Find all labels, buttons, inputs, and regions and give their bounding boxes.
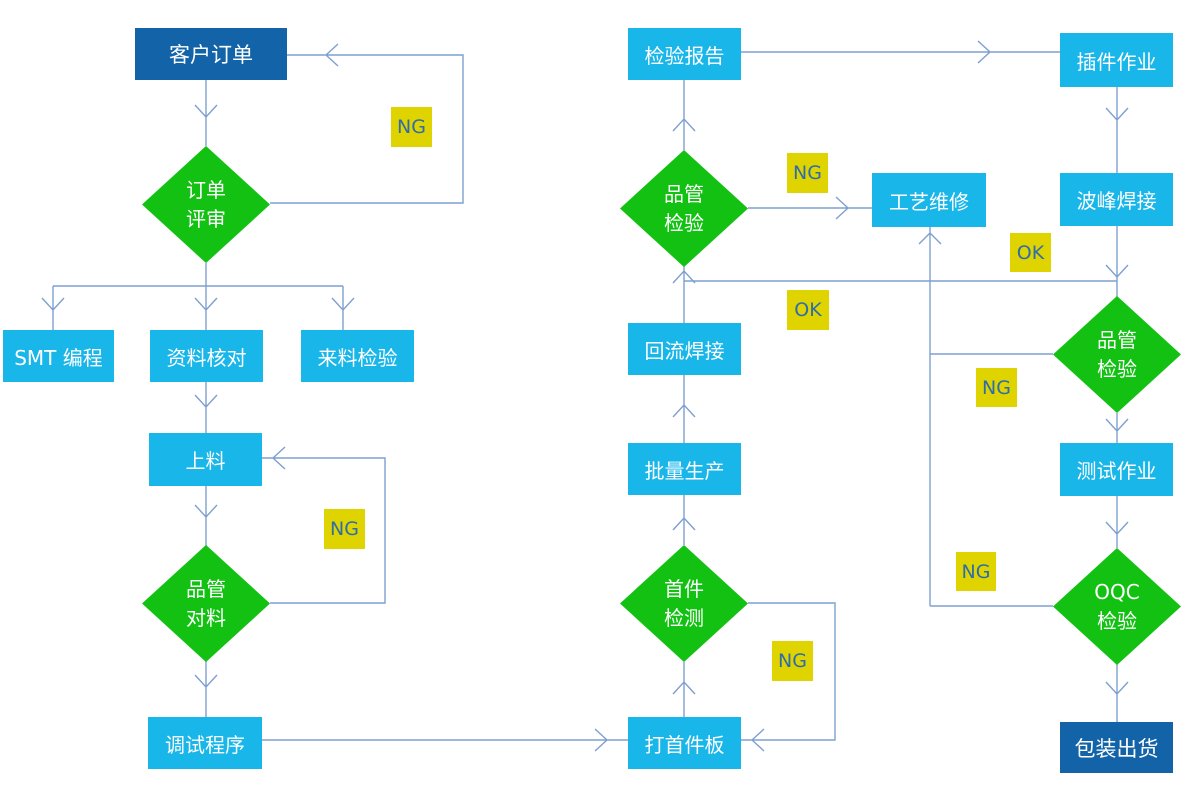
node-packing-shipping: 包装出货	[1060, 722, 1173, 773]
edge-loading-to-qc-material-check	[194, 486, 218, 546]
edge-dip-to-wave-soldering	[1105, 87, 1129, 173]
badge-ok-right: OK	[1010, 233, 1051, 272]
edge-customer-order-to-order-review	[194, 80, 218, 146]
node-loading: 上料	[149, 433, 262, 486]
node-debug-program: 调试程序	[148, 717, 262, 769]
node-reflow-soldering: 回流焊接	[628, 323, 741, 375]
node-wave-soldering: 波峰焊接	[1060, 173, 1173, 226]
edge-debug-program-to-first-board	[262, 728, 628, 752]
edge-qc-smt-to-inspection-report	[672, 80, 696, 150]
edge-qc-smt-ng-to-process-repair	[748, 196, 872, 220]
edge-first-article-ng-to-first-board	[741, 602, 836, 752]
edge-oqc-to-packing	[1105, 664, 1129, 722]
node-process-repair: 工艺维修	[872, 173, 986, 227]
badge-ng-order-review: NG	[391, 107, 432, 147]
edge-qc-dip-to-test-operation	[1105, 413, 1129, 443]
node-smt-programming: SMT 编程	[3, 330, 114, 382]
edge-test-to-oqc	[1105, 496, 1129, 548]
edge-qc-material-check-ng-to-loading	[262, 446, 386, 604]
node-dip-assembly: 插件作业	[1060, 33, 1173, 87]
edge-order-review-branch	[41, 263, 355, 330]
edge-first-article-to-mass-production	[672, 495, 696, 545]
node-customer-order: 客户订单	[135, 28, 287, 80]
node-test-operation: 测试作业	[1060, 443, 1173, 496]
edge-reflow-to-qc-inspection-smt	[672, 266, 696, 323]
edge-qc-material-check-to-debug-program	[194, 661, 218, 717]
node-first-board: 打首件板	[628, 717, 741, 769]
edge-order-review-ng-to-customer-order	[270, 43, 464, 204]
edge-rework-return-line	[918, 227, 942, 606]
edge-report-to-dip-assembly	[741, 40, 1060, 64]
badge-ng-first-article: NG	[772, 641, 813, 681]
badge-ng-oqc: NG	[956, 552, 996, 591]
badge-ng-qc-dip: NG	[976, 368, 1017, 407]
edge-wave-to-qc-inspection-dip	[1105, 226, 1129, 297]
edge-data-check-to-loading	[194, 382, 218, 433]
edge-mass-production-to-reflow-soldering	[672, 375, 696, 443]
node-inspection-report: 检验报告	[628, 28, 741, 80]
badge-ng-qc-smt: NG	[787, 153, 828, 193]
badge-ng-material-check: NG	[324, 509, 365, 549]
badge-ok-middle: OK	[787, 290, 829, 330]
edge-first-board-to-first-article-inspection	[672, 662, 696, 717]
node-incoming-inspection: 来料检验	[301, 330, 414, 382]
node-data-check: 资料核对	[150, 330, 263, 382]
node-mass-production: 批量生产	[628, 443, 741, 495]
